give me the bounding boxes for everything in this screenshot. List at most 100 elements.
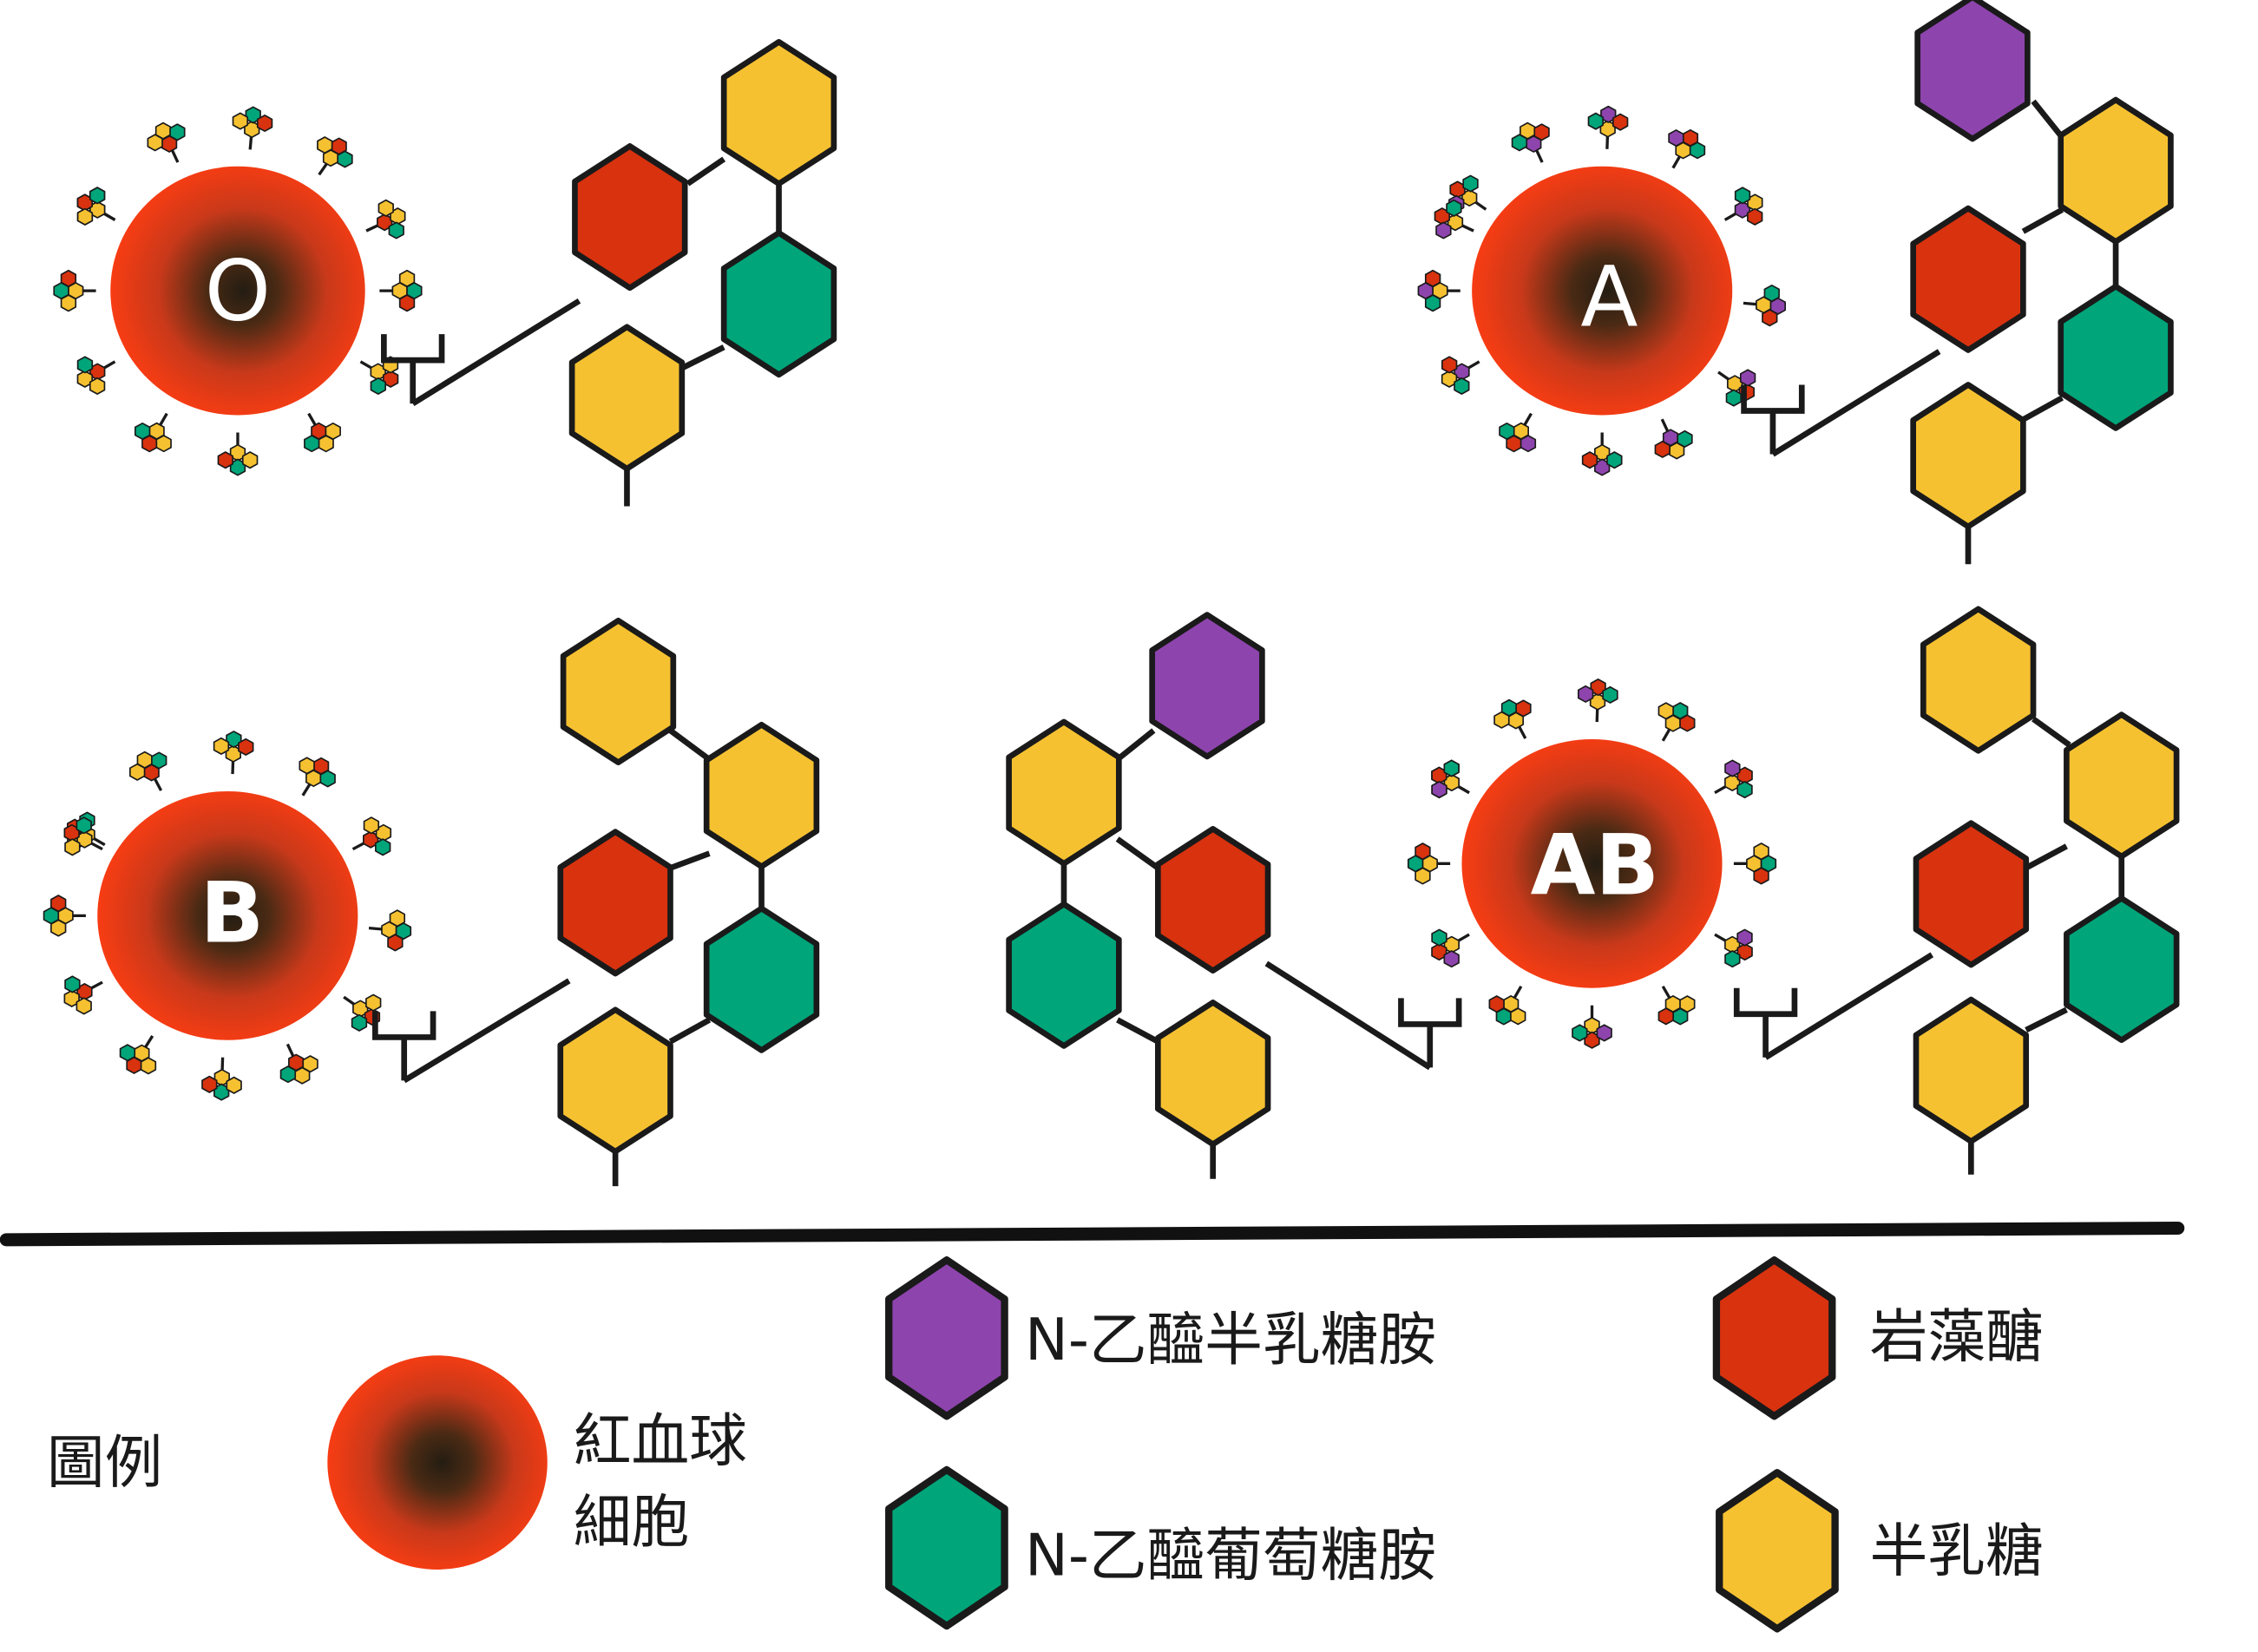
galactose-unit [1753,842,1769,861]
fork-connector [381,334,445,364]
chain-link [2025,843,2068,871]
chain-link [1763,952,1934,1060]
legend-galactose-swatch [1716,1469,1839,1633]
n-acetylglucosamine-unit [395,922,412,941]
fucose-hexagon [572,143,688,292]
antigen-cluster [1657,702,1696,742]
n-acetylgalactosamine-unit [1724,759,1741,777]
galactose-unit [1679,995,1696,1013]
fork-connector [372,1011,437,1040]
n-acetylglucosamine-unit [134,422,151,440]
galactose-unit [325,422,341,440]
galactose-unit [302,1055,318,1073]
antigen-cluster [1654,418,1693,460]
n-acetylglucosamine-unit [1499,422,1515,440]
fucose-unit [256,115,273,133]
galactose-hexagon [557,1006,673,1155]
antigen-cluster [379,269,423,312]
galactose-unit [1657,702,1674,720]
n-acetylgalactosamine-unit [1739,369,1756,387]
galactose-unit [63,989,80,1007]
galactose-unit [232,112,249,130]
legend-red-blood-cell-swatch [327,1355,548,1570]
n-acetylglucosamine-unit [1587,112,1605,130]
galactose-unit [129,763,146,781]
fucose-unit [238,738,254,756]
n-acetylglucosamine-unit [75,816,92,835]
galactose-unit [75,997,92,1015]
antigen-cluster [1587,105,1629,149]
n-acetylgalactosamine-hexagon [1914,0,2031,142]
chain-link [2021,206,2064,234]
fucose-unit [398,294,416,312]
antigen-cluster [76,356,116,395]
chain-link [669,850,711,871]
fucose-hexagon [1155,826,1271,974]
galactose-hexagon [703,721,820,870]
chain-link [2031,99,2064,140]
antigen-cluster [343,993,382,1032]
antigen-cluster [201,1057,242,1101]
n-acetylglucosamine-unit [375,838,391,856]
antigen-cluster [53,269,96,312]
n-acetylglucosamine-unit [1763,284,1780,303]
chain-link [1771,349,1941,457]
galactose-unit [155,435,172,453]
cell-label-b: B [200,864,264,962]
n-acetylglucosamine-unit [1446,199,1462,217]
galactose-hexagon [560,617,677,765]
red-blood-cell-ab [1461,738,1723,988]
antigen-cluster [1657,986,1696,1026]
chain-link [402,978,571,1084]
chain-link [1115,836,1160,871]
surface-antigen-clusters [43,105,1786,1101]
galactose-hexagon [1913,996,2030,1144]
galactose-unit [89,377,106,395]
n-acetylglucosamine-unit [1443,759,1460,777]
antigen-cluster [129,751,167,791]
n-acetylglucosamine-hexagon [1006,901,1122,1049]
fucose-unit [60,269,77,287]
n-acetylgalactosamine-unit [1596,1024,1612,1042]
fucose-unit [1533,123,1550,141]
n-acetylglucosamine-unit [1724,950,1741,968]
cell-label-a: A [1580,247,1638,345]
fork-connector [1733,987,1798,1018]
galactose-unit [1520,121,1536,140]
antigen-cluster [304,412,341,453]
antigen-cluster [1441,356,1480,395]
antigen-cluster [1407,842,1451,885]
antigen-cluster [63,816,103,856]
n-acetylgalactosamine-unit [1769,297,1786,315]
fucose-unit [50,895,67,913]
legend-label-red-blood-cell-2: 細胞 [574,1488,689,1556]
n-acetylglucosamine-unit [151,751,167,770]
antigen-cluster [1714,759,1753,799]
fucose-unit [1441,356,1458,374]
galactose-hexagon [1155,1000,1271,1148]
n-acetylglucosamine-unit [1462,174,1479,193]
red-blood-cell-b [97,790,358,1040]
n-acetylglucosamine-unit [1725,389,1743,407]
antigen-cluster [43,895,86,937]
chain-link [1115,728,1156,762]
n-acetylglucosamine-unit [76,356,94,374]
fucose-unit [1679,714,1696,732]
n-acetylglucosamine-unit [1511,134,1528,152]
fork-connector [1398,998,1462,1027]
antigen-cluster [351,816,392,856]
legend-fucose-swatch [1712,1256,1836,1420]
legend-n-acetylgalactosamine-swatch [885,1256,1008,1420]
antigen-cluster [299,757,336,796]
antigen-cluster [213,731,254,775]
galactose-unit [154,121,172,140]
galactose-unit [377,199,394,217]
galactose-unit [76,370,93,388]
antigen-cluster [1511,121,1550,163]
n-acetylglucosamine-hexagon [2058,283,2174,431]
fucose-unit [1488,995,1505,1013]
galactose-unit [1493,711,1510,729]
n-acetylglucosamine-unit [1454,377,1470,395]
n-acetylglucosamine-unit [388,221,404,239]
antigen-cluster [63,975,103,1015]
